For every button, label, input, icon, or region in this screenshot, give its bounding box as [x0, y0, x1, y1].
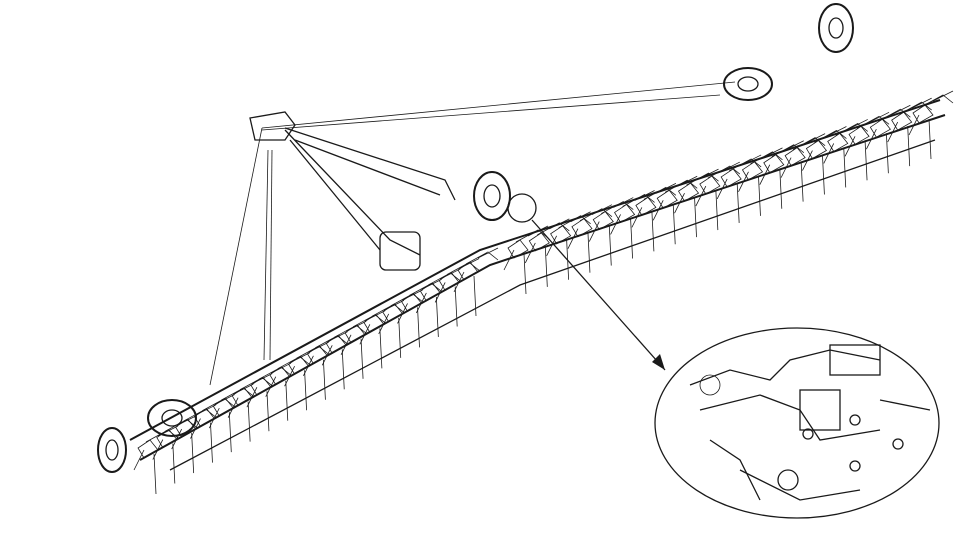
tine-section — [674, 168, 719, 238]
tine-section — [227, 373, 273, 442]
callout-source-circle — [507, 193, 537, 223]
tine-section — [866, 104, 911, 174]
tine-section — [802, 126, 847, 195]
tine-section — [152, 415, 198, 484]
tine-section — [434, 258, 480, 327]
detail-view-contents — [689, 344, 931, 501]
right-end-wheels — [723, 3, 854, 101]
tine-section — [524, 218, 570, 287]
tine-section — [780, 133, 826, 202]
tine-section — [716, 154, 762, 223]
wheel-icon — [818, 3, 854, 53]
tine-section — [567, 204, 613, 273]
tine-section — [265, 352, 311, 421]
tine-section — [908, 90, 954, 160]
wheel-icon — [723, 67, 773, 101]
tine-section — [844, 111, 890, 181]
tine-section — [652, 175, 698, 245]
tine-section — [695, 161, 741, 231]
tine-section — [190, 394, 235, 463]
tine-section — [823, 119, 868, 188]
cable-lines — [209, 81, 736, 386]
tine-section — [631, 183, 677, 252]
tine-section — [503, 225, 549, 295]
tine-section — [453, 247, 499, 317]
tine-section — [738, 147, 783, 216]
tine-section — [359, 299, 405, 369]
detail-view-circle — [654, 327, 940, 519]
left-end-wheels — [97, 399, 197, 473]
arrowhead-icon — [652, 354, 665, 370]
hitch-assembly — [249, 111, 456, 271]
tine-section — [546, 211, 591, 280]
tine-section — [588, 197, 634, 266]
tine-section — [321, 320, 367, 390]
tine-section — [284, 341, 329, 411]
wheel-icon — [147, 399, 197, 437]
tine-section — [340, 310, 386, 379]
tine-section — [171, 404, 216, 474]
tine-section — [759, 140, 805, 209]
tine-section — [246, 362, 292, 432]
tine-section — [303, 331, 348, 400]
center-wheel — [473, 171, 511, 221]
detail-callout — [507, 193, 940, 519]
wheel-icon — [97, 427, 127, 473]
tine-section — [415, 268, 461, 337]
tine-section — [610, 190, 655, 259]
right-wing-tines — [503, 90, 954, 295]
callout-leader-line — [531, 219, 666, 371]
tine-section — [887, 97, 932, 167]
tine-section — [133, 425, 179, 495]
tine-section — [208, 383, 254, 453]
left-wing-tines — [133, 247, 499, 495]
tine-section — [378, 289, 423, 358]
wheel-icon — [473, 171, 511, 221]
tine-section — [397, 279, 442, 348]
